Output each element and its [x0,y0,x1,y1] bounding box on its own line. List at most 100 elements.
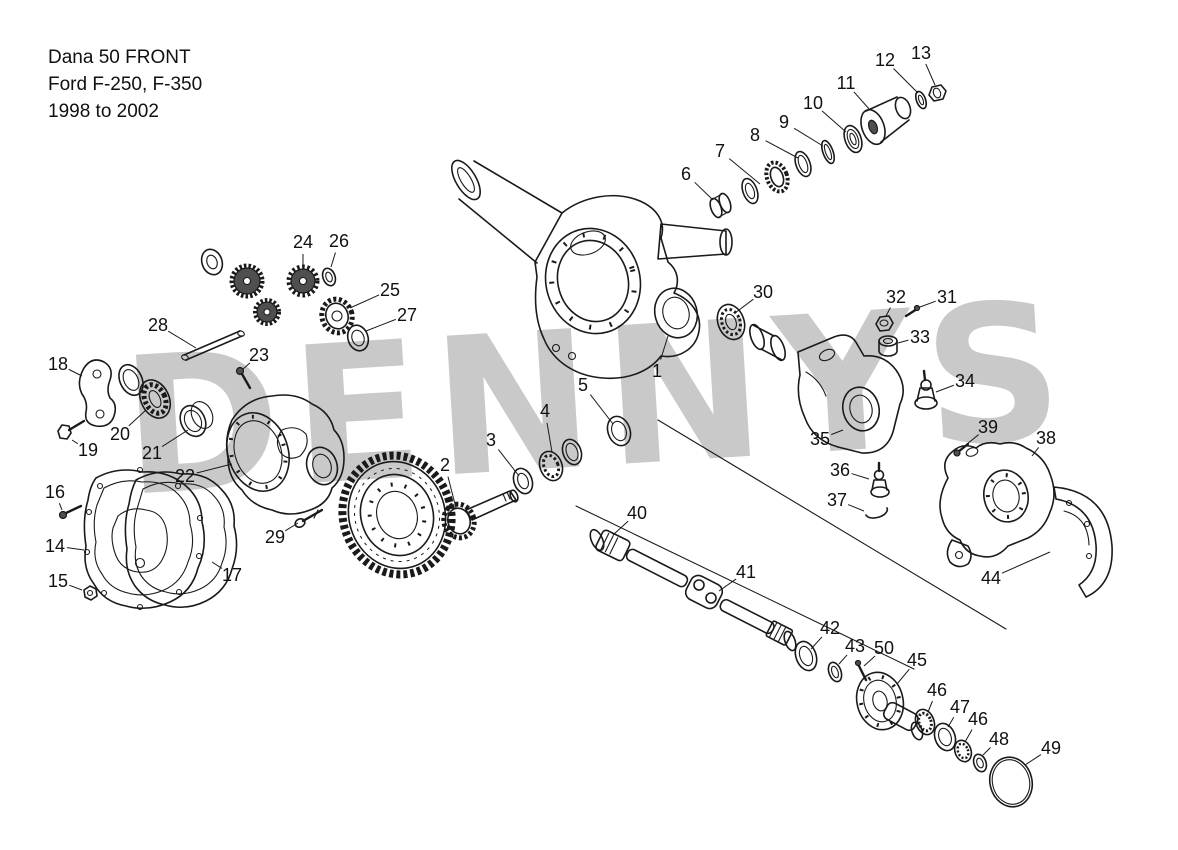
leader-line-25 [349,294,380,309]
part-label-20: 20 [110,409,147,444]
part-number-19: 19 [78,440,98,460]
leader-line-45 [896,668,910,685]
part-label-44: 44 [981,551,1051,588]
u-joint [684,574,724,610]
leader-line-44 [1001,551,1051,574]
part-number-31: 31 [937,287,957,307]
leader-line-39 [966,434,979,445]
pinion-washer [512,467,534,495]
bolt-hole-ring [549,231,637,331]
leader-line-48 [982,747,991,756]
part-number-21: 21 [142,443,162,463]
leader-line-46 [964,729,973,743]
part-label-9: 9 [779,112,824,147]
small-seal [972,753,988,773]
part-number-8: 8 [750,125,760,145]
part-number-37: 37 [827,490,847,510]
oil-slinger [606,415,632,447]
spindle [855,671,924,741]
leader-line-34 [935,384,954,393]
part-label-3: 3 [486,430,520,477]
side-gear-washer [346,324,370,352]
part-number-45: 45 [907,650,927,670]
part-label-8: 8 [750,125,799,159]
bearing-cup [118,363,144,397]
part-label-50: 50 [863,638,894,667]
part-label-10: 10 [803,93,847,133]
part-number-5: 5 [578,375,588,395]
leader-line-20 [128,409,147,427]
leader-line-28 [168,330,197,349]
part-number-41: 41 [736,562,756,582]
part-label-39: 39 [966,417,998,445]
part-number-48: 48 [989,729,1009,749]
part-label-12: 12 [875,50,919,94]
thrust-washer [200,248,224,276]
leader-line-11 [853,91,871,111]
part-number-17: 17 [222,565,242,585]
bearing-cup-outer [794,150,812,178]
carrier-bearing-cone [138,379,172,419]
title-line-3: 1998 to 2002 [48,101,159,122]
part-number-49: 49 [1041,738,1061,758]
part-label-46: 46 [927,680,947,713]
part-number-35: 35 [810,429,830,449]
axis-line-lower [575,505,915,670]
part-label-46: 46 [964,709,988,743]
part-label-49: 49 [1024,738,1061,766]
part-number-39: 39 [978,417,998,437]
carrier-bearings [118,363,214,438]
part-label-42: 42 [810,618,840,650]
axle-shaft-assembly [589,528,797,652]
part-label-28: 28 [148,315,197,349]
part-number-4: 4 [540,401,550,421]
kingpin-nut [875,315,894,332]
leader-line-8 [765,140,799,159]
part-label-25: 25 [349,280,400,309]
part-label-35: 35 [810,429,844,449]
part-label-38: 38 [1031,428,1056,457]
part-label-33: 33 [897,327,930,347]
cross-shaft [181,330,245,361]
leader-line-2 [447,476,457,509]
leader-line-5 [589,394,614,425]
leader-line-36 [851,473,870,480]
part-number-24: 24 [293,232,313,252]
leader-line-46 [927,700,933,713]
part-label-43: 43 [838,636,865,665]
case-bolt [235,366,245,376]
part-number-33: 33 [910,327,930,347]
pinion-seal [843,124,863,154]
leader-line-21 [161,429,189,447]
part-number-15: 15 [48,571,68,591]
part-number-23: 23 [249,345,269,365]
gear-washer [321,267,337,287]
part-number-38: 38 [1036,428,1056,448]
leader-line-23 [242,362,251,370]
part-number-9: 9 [779,112,789,132]
diff-cover [58,466,206,611]
leader-line-17 [211,561,223,569]
wheel-bearing-2 [953,739,973,763]
splined-end [765,620,794,646]
carrier-opening [544,227,642,335]
leader-line-31 [919,300,936,308]
part-number-26: 26 [329,231,349,251]
spider-gear-set [181,248,370,361]
part-label-24: 24 [293,232,313,266]
part-label-31: 31 [919,287,957,308]
part-number-12: 12 [875,50,895,70]
inner-pinion-bearing [716,303,786,362]
bracket-bolt [57,424,72,440]
wheel-bearing [914,708,936,736]
side-gear [319,296,355,336]
leader-line-33 [897,339,909,344]
hub-seal [933,722,957,752]
pinion-nut [928,84,947,102]
leader-line-13 [925,63,936,86]
part-label-27: 27 [365,305,417,332]
ring-gear-pinion [338,415,632,579]
part-label-34: 34 [935,371,975,393]
diagram-art [57,84,1113,808]
